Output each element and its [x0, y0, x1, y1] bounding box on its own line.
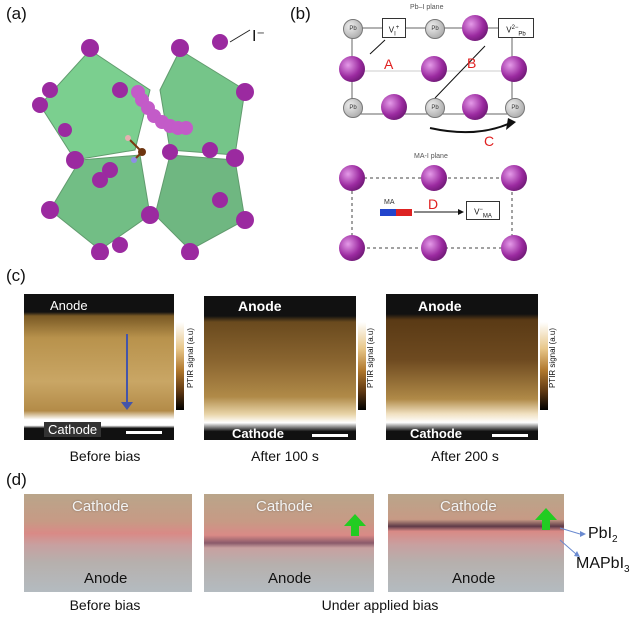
path-a-label: A — [384, 56, 394, 72]
ptir-map-200s — [386, 294, 538, 440]
iodine-atom — [421, 165, 447, 191]
vacancy-sub: Pb — [518, 31, 526, 38]
iodine-atom — [421, 235, 447, 261]
colorbar-label: PTIR signal (a.u) — [548, 328, 557, 389]
panel-c-label: (c) — [6, 266, 26, 285]
mapbi3-subscript: 3 — [624, 564, 630, 576]
vacancy-sub: I — [394, 31, 396, 38]
anode-label: Anode — [238, 298, 282, 314]
anode-label: Anode — [84, 570, 128, 587]
colorbar — [540, 322, 548, 410]
pb-atom: Pb — [425, 98, 445, 118]
path-d-label: D — [428, 196, 439, 212]
vacancy-charge: − — [479, 207, 483, 213]
iodine-atom — [421, 56, 447, 82]
ptir-map-before — [24, 294, 174, 440]
pb-atom-label: Pb — [431, 26, 439, 32]
caption-after-200s: After 200 s — [431, 448, 499, 464]
optical-image-bias-1 — [204, 494, 374, 592]
iodide-ion-label: I⁻ — [252, 28, 265, 45]
iodine-atom — [462, 15, 488, 41]
ptir-map-100s — [204, 296, 356, 440]
iodine-atom — [339, 165, 365, 191]
pb-atom: Pb — [505, 98, 525, 118]
caption-before-bias: Before bias — [69, 448, 141, 464]
caption-after-100s: After 100 s — [251, 448, 319, 464]
vacancy-symbol: V — [474, 207, 480, 217]
growth-arrow-icon — [344, 514, 366, 536]
cathode-label: Cathode — [256, 498, 313, 515]
anode-label: Anode — [418, 298, 462, 314]
path-c-label: C — [484, 133, 495, 149]
iodine-atom — [462, 94, 488, 120]
mapbi3-label: MAPbI3 — [576, 555, 630, 575]
iodine-vacancy-box: VI+ — [382, 18, 406, 38]
colorbar-label: PTIR signal (a.u) — [186, 328, 195, 389]
pointer-lines — [559, 527, 586, 557]
pb-atom: Pb — [343, 98, 363, 118]
scale-bar — [492, 434, 528, 437]
iodine-atom — [339, 56, 365, 82]
pbi2-label: PbI2 — [588, 525, 618, 545]
anode-label: Anode — [452, 570, 496, 587]
pb-atom-label: Pb — [349, 26, 357, 32]
colorbar — [358, 322, 366, 410]
iodine-atom — [501, 56, 527, 82]
ma-vacancy-box: V−MA — [466, 201, 500, 220]
vacancy-symbol: V — [388, 25, 395, 35]
pbi2-subscript: 2 — [612, 534, 618, 546]
scan-direction-arrow — [126, 334, 128, 404]
cathode-label: Cathode — [72, 498, 129, 515]
ma-molecule-label: MA — [384, 199, 395, 206]
mapbi3-text: MAPbI — [576, 555, 625, 572]
colorbar-label: PTIR signal (a.u) — [366, 328, 375, 389]
scan-arrow-head — [121, 402, 133, 410]
pb-atom-label: Pb — [431, 105, 439, 111]
vacancy-symbol: V — [506, 25, 512, 35]
cathode-label: Cathode — [44, 422, 102, 437]
iodine-atom — [501, 235, 527, 261]
iodine-atom — [381, 94, 407, 120]
growth-arrow-icon — [535, 508, 557, 530]
cathode-label: Cathode — [410, 426, 462, 441]
cathode-label: Cathode — [440, 498, 497, 515]
panel-a-label: (a) — [6, 4, 27, 23]
cathode-label: Cathode — [232, 426, 284, 441]
optical-image-before-bias — [24, 494, 192, 592]
pb-atom-label: Pb — [349, 105, 357, 111]
path-b-label: B — [467, 55, 477, 71]
pbi2-text: PbI — [588, 525, 613, 542]
optical-image-bias-2 — [388, 494, 564, 592]
vacancy-charge: + — [395, 25, 400, 31]
ma-i-plane-label: MA-I plane — [414, 153, 448, 160]
pb-atom-label: Pb — [511, 105, 519, 111]
pb-atom: Pb — [425, 19, 445, 39]
lead-vacancy-box: V2−Pb — [498, 18, 534, 38]
panel-d-label: (d) — [6, 470, 27, 489]
anode-label: Anode — [50, 298, 88, 313]
scale-bar — [312, 434, 348, 437]
iodine-atom — [339, 235, 365, 261]
perovskite-crystal-structure — [20, 20, 270, 261]
panel-b-label: (b) — [290, 4, 311, 23]
pb-atom: Pb — [343, 19, 363, 39]
pb-i-plane-label: Pb–I plane — [410, 4, 444, 11]
anode-label: Anode — [268, 570, 312, 587]
caption-under-bias: Under applied bias — [321, 597, 439, 613]
caption-before-bias-d: Before bias — [69, 597, 141, 613]
vacancy-sub: MA — [482, 213, 492, 220]
scale-bar — [126, 431, 162, 434]
colorbar — [176, 322, 184, 410]
iodine-atom — [501, 165, 527, 191]
vacancy-charge: 2− — [511, 25, 519, 31]
